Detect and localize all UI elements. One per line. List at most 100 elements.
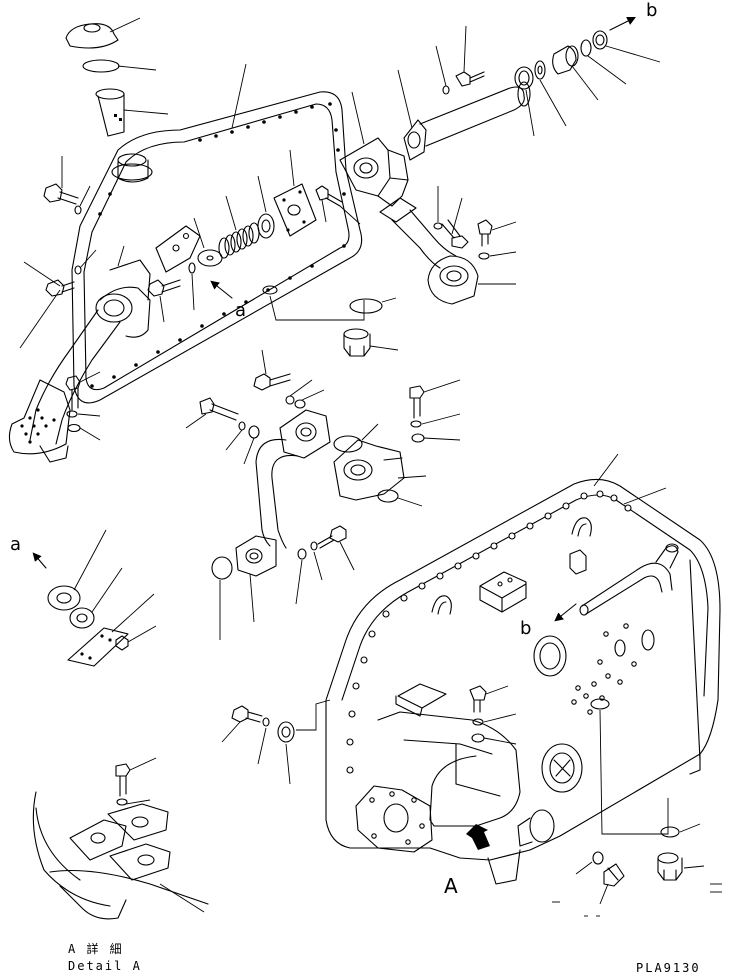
- lifting-hook: [431, 595, 452, 615]
- leader-line: [539, 79, 567, 127]
- leader-line: [73, 529, 107, 591]
- leader-line: [79, 249, 97, 269]
- leader-line: [91, 567, 123, 613]
- hex-bolt: [147, 279, 181, 297]
- flange-gasket: [211, 556, 233, 580]
- gasket-bolt-holes: [90, 102, 346, 388]
- leader-line: [193, 217, 205, 249]
- hex-bolt: [317, 525, 347, 549]
- leader-line: [111, 593, 155, 633]
- leader-line: [23, 261, 61, 287]
- leader-line: [361, 423, 379, 441]
- outlet-elbow-pipe: [379, 197, 479, 305]
- tank-flange-bolt-holes: [346, 490, 632, 774]
- leader-line: [525, 89, 535, 137]
- leader-line: [129, 757, 157, 771]
- spring-seat: [47, 585, 81, 611]
- leader-line: [397, 69, 413, 129]
- leader-line: [225, 195, 237, 231]
- plain-washer: [471, 733, 485, 743]
- ref-b-arrow: [609, 17, 636, 31]
- leader-line: [109, 17, 141, 33]
- oval-seal: [349, 298, 383, 314]
- breather-hose: [579, 562, 673, 616]
- detail-caption-en: Detail A: [68, 959, 142, 973]
- filler-cap: [65, 23, 119, 49]
- leader-line: [295, 559, 303, 605]
- plain-washer: [297, 548, 307, 560]
- o-ring: [262, 285, 278, 295]
- lock-washer: [472, 718, 484, 726]
- leader-line: [489, 251, 517, 257]
- oval-gasket: [333, 435, 363, 453]
- leader-line: [321, 199, 327, 223]
- leader-line: [451, 197, 463, 235]
- leader-line: [123, 109, 169, 115]
- return-pipe: [403, 81, 531, 161]
- ref-a-arrow-left: [32, 552, 47, 569]
- lock-washer: [442, 85, 450, 95]
- lock-washer: [478, 252, 490, 260]
- hex-bolt: [469, 685, 487, 713]
- leader-line: [397, 497, 423, 507]
- valve-cap: [257, 213, 275, 239]
- leader-line: [575, 861, 593, 875]
- inspection-cover: [533, 635, 567, 677]
- lock-washer: [285, 395, 295, 405]
- lock-washer: [310, 541, 318, 551]
- washer-hole: [206, 255, 214, 261]
- drain-plug: [657, 852, 683, 881]
- leader-line: [623, 487, 667, 505]
- leader-line: [679, 823, 701, 833]
- leader-line: [159, 883, 205, 913]
- plain-washer: [248, 425, 260, 439]
- hex-bolt: [455, 71, 485, 87]
- clamp-block: [479, 571, 527, 613]
- detail-a-marker: A: [444, 874, 458, 898]
- ref-b-label: b: [646, 0, 658, 21]
- leader-line: [257, 727, 267, 765]
- hex-bolt: [65, 375, 81, 411]
- leader-line: [191, 273, 195, 311]
- retainer-washer: [69, 607, 95, 629]
- ref-b-arrow-tank: [554, 603, 577, 622]
- plain-washer: [294, 399, 306, 409]
- lock-washer: [74, 205, 82, 215]
- detail-caption-jp: A 詳 細: [68, 942, 124, 956]
- plain-washer: [411, 433, 425, 443]
- lock-washer: [262, 717, 270, 727]
- lock-washer: [238, 421, 246, 431]
- hex-nut: [115, 635, 129, 651]
- gasket-ring: [82, 59, 120, 73]
- suction-pipe: [8, 259, 151, 463]
- leader-line: [117, 65, 157, 71]
- hose-fittings: [514, 30, 608, 90]
- reference-bracket-line: [599, 709, 669, 835]
- ref-a-arrow: [210, 280, 233, 299]
- ref-a-label-left: a: [10, 534, 22, 555]
- detail-a-view: [32, 763, 209, 920]
- o-ring: [377, 489, 399, 503]
- filler-strainer: [95, 88, 125, 137]
- leader-line: [421, 413, 461, 425]
- leader-line: [351, 91, 365, 145]
- drain-plug: [343, 328, 371, 357]
- leader-line: [587, 55, 627, 85]
- leader-line: [125, 799, 151, 805]
- hex-bolt: [409, 385, 425, 419]
- leader-line: [79, 185, 91, 207]
- leader-line: [313, 551, 323, 581]
- mounting-block: [569, 549, 587, 575]
- leader-line: [339, 205, 361, 225]
- leader-line: [491, 221, 517, 231]
- leader-line: [571, 65, 599, 101]
- hex-bolt: [231, 705, 263, 723]
- hex-bolt: [253, 373, 291, 391]
- cover-plate: [273, 183, 317, 237]
- reference-bracket-line: [296, 699, 331, 731]
- leader-line: [19, 289, 61, 349]
- leader-line: [397, 475, 427, 479]
- base-plate: [67, 627, 129, 667]
- leader-line: [77, 413, 101, 417]
- leader-line: [605, 45, 661, 63]
